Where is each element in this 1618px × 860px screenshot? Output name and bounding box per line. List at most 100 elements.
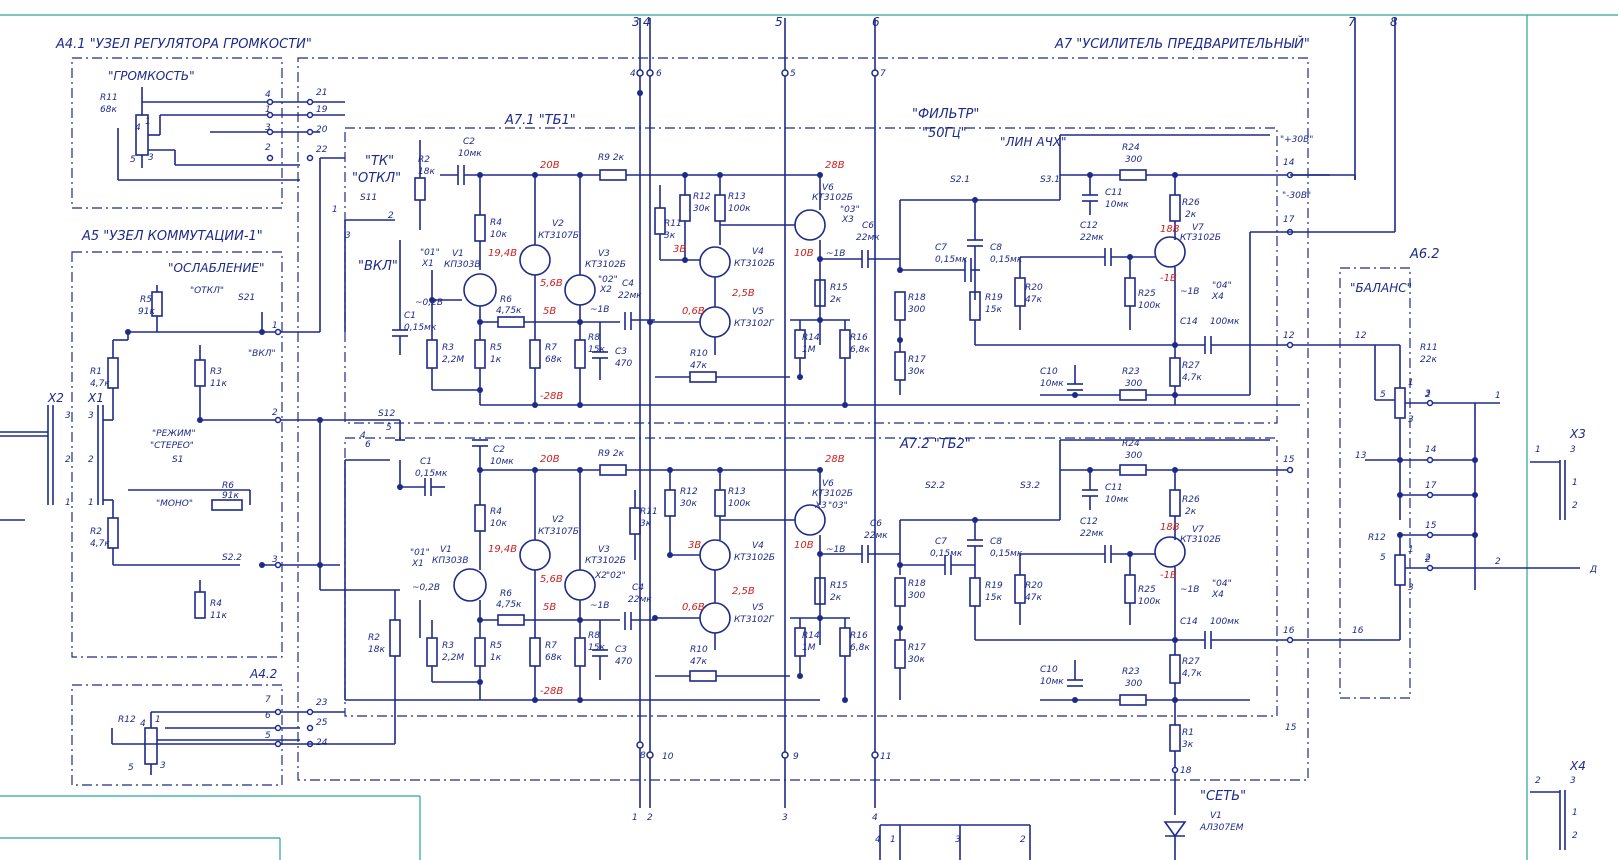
svg-text:20В: 20В <box>540 160 560 171</box>
svg-text:S21: S21 <box>238 293 255 303</box>
svg-text:X4: X4 <box>1569 759 1586 773</box>
svg-text:"МОНО": "МОНО" <box>156 499 193 509</box>
svg-text:4: 4 <box>135 123 141 133</box>
svg-text:C1: C1 <box>420 457 432 467</box>
svg-text:R12: R12 <box>693 192 711 202</box>
svg-text:2: 2 <box>388 211 394 221</box>
svg-text:4: 4 <box>875 835 881 845</box>
svg-text:C14: C14 <box>1180 617 1198 627</box>
svg-text:5В: 5В <box>543 306 556 317</box>
svg-text:3: 3 <box>345 231 351 241</box>
svg-text:X2: X2 <box>47 391 64 405</box>
subtitle-tk: "ТК" <box>365 154 394 169</box>
svg-text:300: 300 <box>1125 451 1142 461</box>
svg-text:4: 4 <box>360 431 366 441</box>
svg-text:470: 470 <box>615 359 632 369</box>
svg-text:V4: V4 <box>752 541 764 551</box>
svg-text:"РЕЖИМ": "РЕЖИМ" <box>152 429 196 439</box>
svg-text:0,15мк: 0,15мк <box>935 255 968 265</box>
svg-text:R1: R1 <box>90 367 102 377</box>
svg-text:28В: 28В <box>825 454 845 465</box>
svg-text:10к: 10к <box>490 230 507 240</box>
svg-text:R17: R17 <box>908 643 926 653</box>
svg-text:R16: R16 <box>850 631 868 641</box>
svg-text:1: 1 <box>88 498 94 508</box>
svg-text:~1В: ~1В <box>590 305 609 315</box>
svg-text:22мк: 22мк <box>618 291 642 301</box>
svg-text:R5: R5 <box>490 641 502 651</box>
svg-text:C1: C1 <box>404 311 416 321</box>
svg-text:C10: C10 <box>1040 367 1058 377</box>
svg-text:2к: 2к <box>830 593 842 603</box>
svg-text:5: 5 <box>386 423 392 433</box>
svg-text:"ВКЛ": "ВКЛ" <box>248 349 276 359</box>
svg-text:X4: X4 <box>1211 292 1224 302</box>
svg-text:300: 300 <box>908 591 925 601</box>
svg-text:15к: 15к <box>985 305 1002 315</box>
svg-text:R8: R8 <box>588 631 600 641</box>
svg-text:C4: C4 <box>622 279 634 289</box>
svg-text:2,2М: 2,2М <box>442 653 464 663</box>
svg-text:5: 5 <box>1380 390 1386 400</box>
svg-text:C6: C6 <box>862 221 874 231</box>
svg-text:22мк: 22мк <box>1080 529 1104 539</box>
svg-text:-1В: -1В <box>1160 273 1177 284</box>
subtitle-balans: "БАЛАНС" <box>1350 281 1412 295</box>
svg-text:23: 23 <box>316 698 328 708</box>
svg-text:"01": "01" <box>420 248 440 258</box>
svg-text:R3: R3 <box>442 343 454 353</box>
svg-text:0,6В: 0,6В <box>682 306 705 317</box>
svg-text:15: 15 <box>1283 455 1295 465</box>
svg-text:10мк: 10мк <box>1105 495 1129 505</box>
svg-text:13: 13 <box>1355 451 1367 461</box>
svg-text:V5: V5 <box>752 603 764 613</box>
svg-text:11: 11 <box>880 752 891 762</box>
svg-text:4,7к: 4,7к <box>1182 373 1202 383</box>
svg-text:V6: V6 <box>822 183 834 193</box>
svg-text:17: 17 <box>1283 215 1295 225</box>
svg-text:R15: R15 <box>830 283 848 293</box>
svg-text:V2: V2 <box>552 219 564 229</box>
svg-text:2: 2 <box>1495 557 1501 567</box>
svg-text:6: 6 <box>365 440 371 450</box>
svg-text:"-30В": "-30В" <box>1282 191 1311 201</box>
svg-text:1М: 1М <box>802 345 816 355</box>
svg-text:R25: R25 <box>1138 585 1156 595</box>
svg-text:4: 4 <box>630 69 636 79</box>
svg-text:"СТЕРЕО": "СТЕРЕО" <box>150 441 194 451</box>
svg-text:10мк: 10мк <box>1040 379 1064 389</box>
svg-text:V1: V1 <box>1210 811 1222 821</box>
svg-text:1: 1 <box>1572 808 1578 818</box>
svg-text:12: 12 <box>1355 331 1367 341</box>
svg-text:10В: 10В <box>794 540 814 551</box>
svg-text:15к: 15к <box>985 593 1002 603</box>
svg-text:1: 1 <box>155 715 161 725</box>
svg-text:C3: C3 <box>615 645 627 655</box>
block-a72-title: А7.2 "ТБ2" <box>899 437 971 452</box>
svg-text:3: 3 <box>1425 389 1431 399</box>
svg-text:2: 2 <box>1425 390 1431 400</box>
svg-text:1: 1 <box>1408 545 1414 555</box>
svg-text:V1: V1 <box>452 249 464 259</box>
svg-text:X1: X1 <box>421 259 434 269</box>
subtitle-vkl: "ВКЛ" <box>358 259 398 274</box>
subtitle-tk-otkl: "ОТКЛ" <box>352 171 401 186</box>
svg-text:91к: 91к <box>138 307 155 317</box>
svg-text:R11: R11 <box>664 219 682 229</box>
svg-text:22мк: 22мк <box>1080 233 1104 243</box>
svg-text:7: 7 <box>265 695 271 705</box>
svg-text:15к: 15к <box>588 345 605 355</box>
svg-text:R4: R4 <box>490 507 502 517</box>
svg-text:КТ3102Б: КТ3102Б <box>734 553 775 563</box>
svg-text:6: 6 <box>656 69 662 79</box>
svg-text:R2: R2 <box>368 633 380 643</box>
svg-text:~0,2В: ~0,2В <box>412 583 440 593</box>
svg-text:R3: R3 <box>442 641 454 651</box>
svg-text:C14: C14 <box>1180 317 1198 327</box>
svg-text:20В: 20В <box>540 454 560 465</box>
svg-text:C12: C12 <box>1080 221 1098 231</box>
svg-text:S1: S1 <box>172 455 183 465</box>
svg-text:10мк: 10мк <box>1105 200 1129 210</box>
svg-text:18к: 18к <box>368 645 385 655</box>
